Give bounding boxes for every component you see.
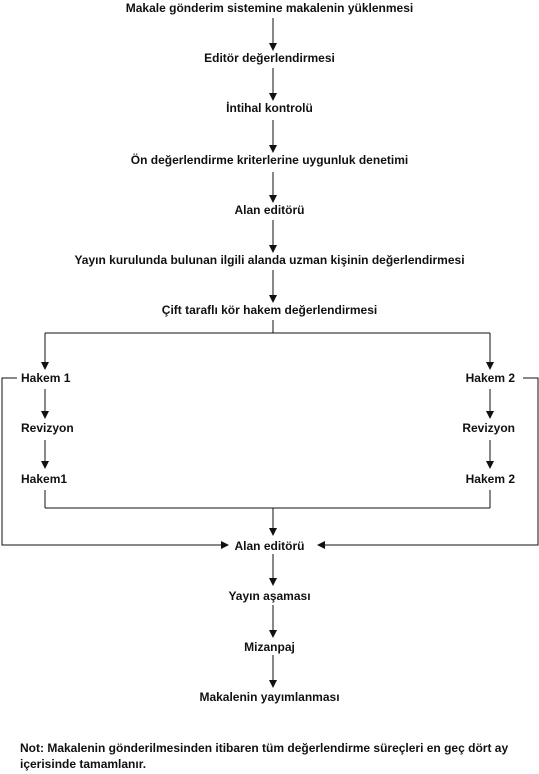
right-reviewer: Hakem 2 [465, 371, 515, 385]
right-reviewer-final: Hakem 2 [465, 472, 515, 486]
step-preliminary-check: Ön değerlendirme kriterlerine uygunluk d… [130, 153, 409, 167]
right-loop [317, 377, 539, 549]
step-field-editor: Alan editörü [234, 203, 305, 217]
step-editor-review: Editör değerlendirmesi [204, 51, 335, 65]
right-revision: Revizyon [462, 421, 515, 435]
left-loop [1, 377, 229, 549]
step-double-blind-review: Çift taraflı kör hakem değerlendirmesi [161, 303, 378, 317]
step-plagiarism-check: İntihal kontrolü [226, 101, 313, 115]
left-reviewer-final: Hakem1 [21, 472, 68, 486]
step-field-editor-final: Alan editörü [234, 539, 305, 553]
left-revision: Revizyon [21, 421, 74, 435]
step-board-expert-review: Yayın kurulunda bulunan ilgili alanda uz… [74, 253, 465, 267]
left-reviewer: Hakem 1 [21, 371, 71, 385]
step-publish: Makalenin yayımlanması [199, 690, 340, 704]
step-publication-stage: Yayın aşaması [228, 589, 311, 603]
step-layout: Mizanpaj [244, 640, 295, 654]
footnote: Not: Makalenin gönderilmesinden itibaren… [20, 741, 509, 771]
step-upload: Makale gönderim sistemine makalenin yükl… [125, 1, 414, 15]
